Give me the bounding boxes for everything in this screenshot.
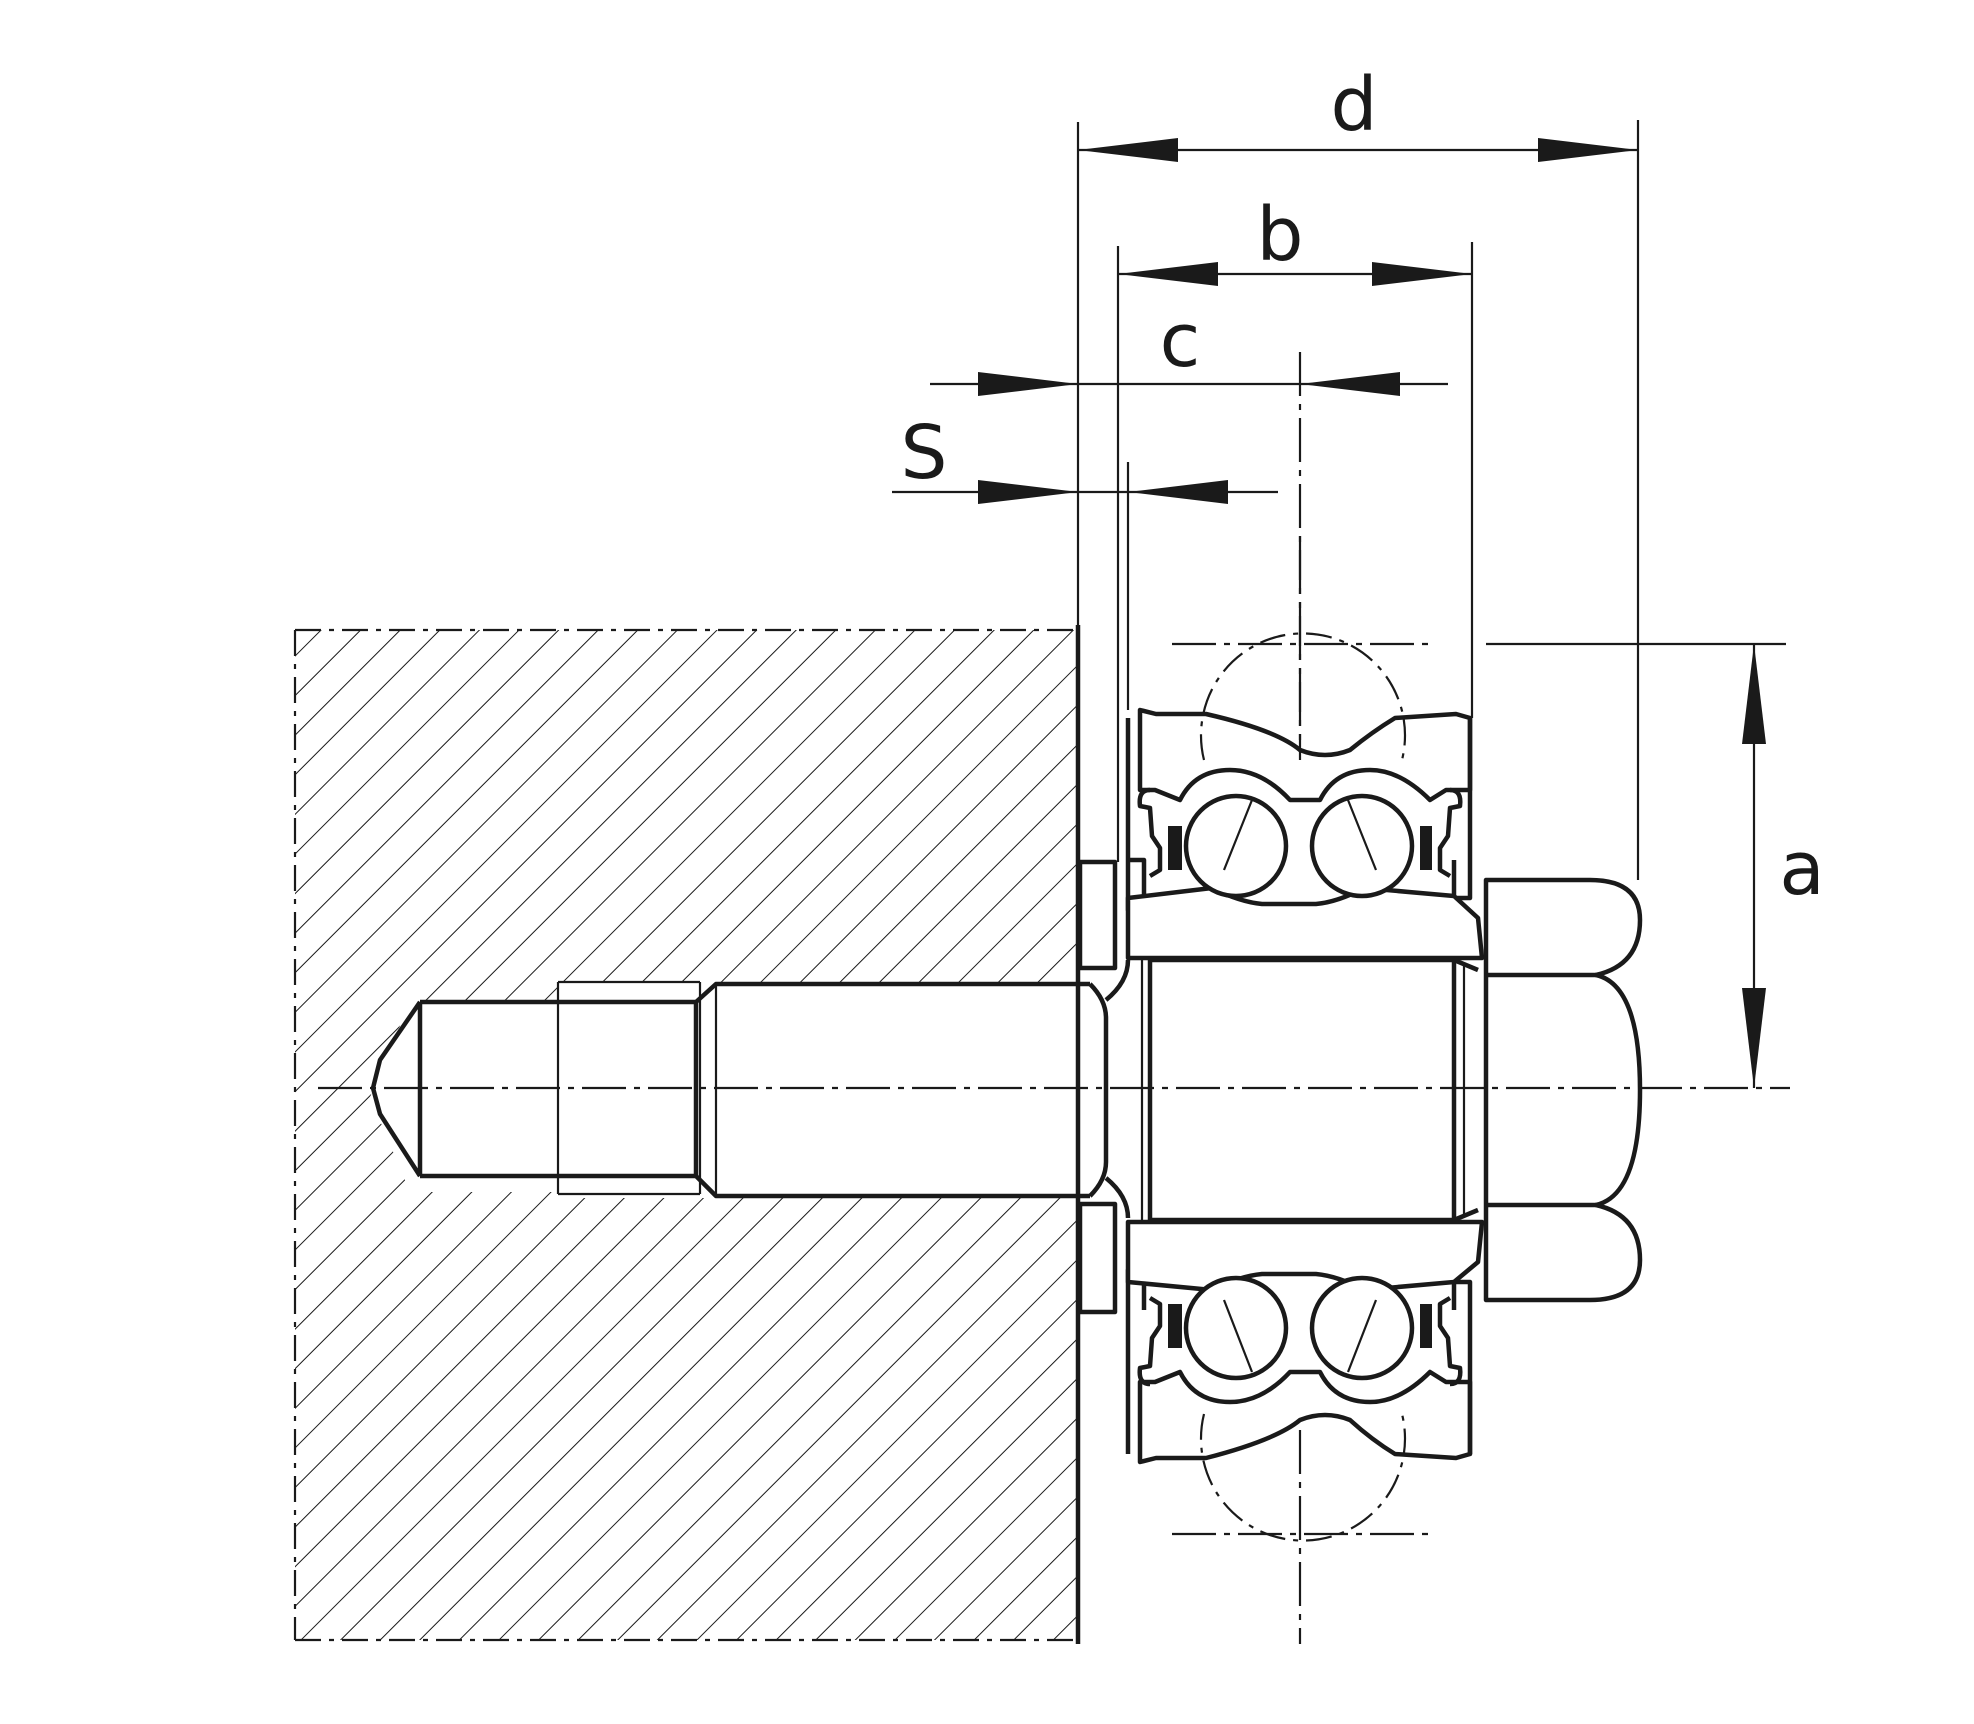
spacer-washer	[1077, 859, 1118, 1315]
guide-rod-lower	[1172, 1413, 1428, 1644]
dimension-d: d	[1076, 62, 1640, 880]
dimension-a: a	[1486, 642, 1825, 1088]
stud-bolt	[370, 959, 1131, 1219]
ball-upper-left	[1183, 793, 1289, 899]
ball-lower-right	[1309, 1275, 1415, 1381]
dimension-label-d: d	[1331, 62, 1378, 148]
hex-nut	[1483, 877, 1643, 1303]
inner-ring-upper	[1125, 885, 1485, 961]
dimension-label-b: b	[1257, 192, 1304, 278]
dimension-label-s: S	[901, 410, 948, 496]
dimension-c: c	[930, 298, 1448, 396]
bearing-shaft	[1140, 957, 1479, 1223]
seals	[1137, 787, 1463, 1387]
inner-ring-lower	[1125, 1219, 1485, 1293]
axis-centerline	[318, 352, 1790, 1090]
dimension-label-c: c	[1160, 298, 1201, 384]
dimension-s: S	[892, 410, 1278, 710]
dimension-label-a: a	[1779, 826, 1824, 912]
ball-lower-left	[1183, 1275, 1289, 1381]
dimension-b: b	[1116, 192, 1474, 862]
housing-block	[293, 625, 1090, 1644]
ball-upper-right	[1309, 793, 1415, 899]
